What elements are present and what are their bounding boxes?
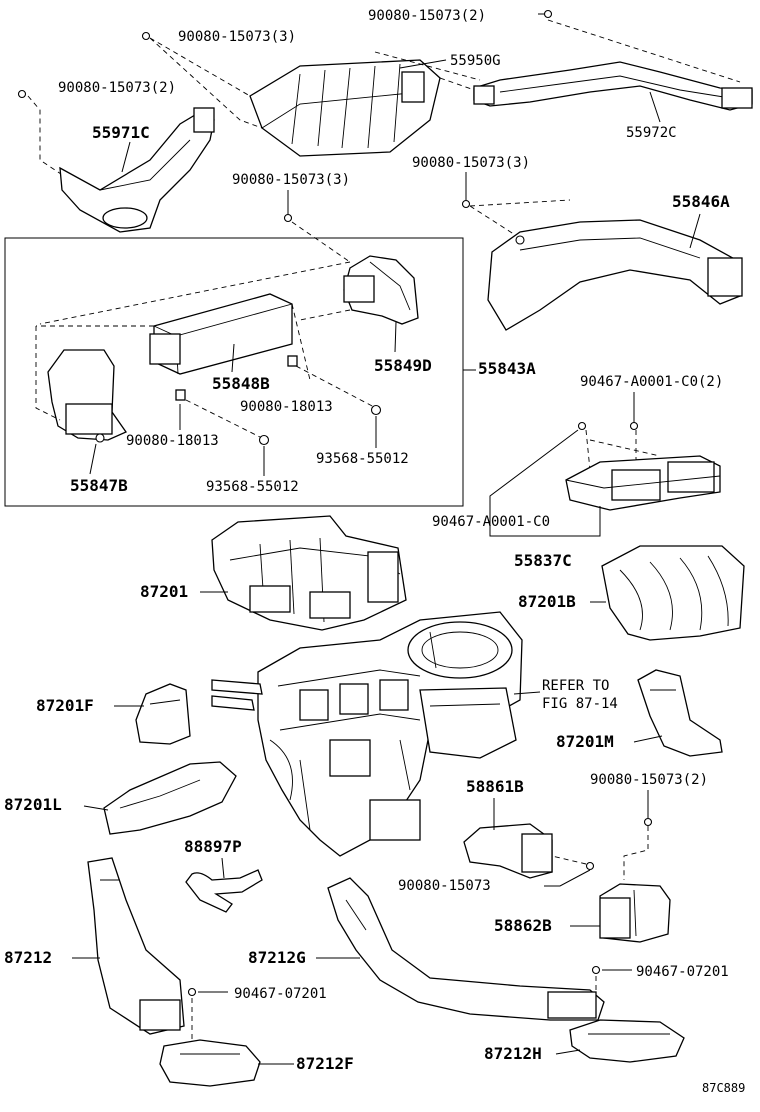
label-bolt-58861-2: 90080-15073(2) <box>590 772 708 788</box>
clip-90467-07201-left <box>187 987 197 997</box>
bolt-90080-15073-top-left <box>141 31 151 41</box>
part-55972C-right-duct <box>473 61 753 111</box>
label-clip-18013-left: 90080-18013 <box>126 433 219 449</box>
label-bolt-top-right: 90080-15073(2) <box>368 8 486 24</box>
bolt-90080-15073-right <box>461 199 471 209</box>
part-87212H-duct-end <box>569 1019 685 1063</box>
label-55950G: 55950G <box>450 53 501 69</box>
label-refer-line1: REFER TO <box>542 678 609 694</box>
label-55849D: 55849D <box>374 356 432 375</box>
clip-90080-18013-left <box>175 389 186 401</box>
nut-93568-55012-left <box>258 434 270 446</box>
label-55848B: 55848B <box>212 374 270 393</box>
bolt-90080-15073-single <box>585 861 595 871</box>
part-58861B-duct <box>463 823 553 879</box>
part-58862B-duct <box>599 883 671 943</box>
group-box-55843A <box>4 237 464 507</box>
label-87201B: 87201B <box>518 592 576 611</box>
label-55972C: 55972C <box>626 125 677 141</box>
part-87212G-rear-duct <box>327 877 605 1021</box>
label-87212F: 87212F <box>296 1054 354 1073</box>
label-refer-line2: FIG 87-14 <box>542 696 618 712</box>
part-55848B-square-duct <box>149 293 293 375</box>
part-87201B-duct-panel <box>601 545 745 641</box>
label-bolt-top-left: 90080-15073(3) <box>178 29 296 45</box>
label-58862B: 58862B <box>494 916 552 935</box>
label-clip-07201-left: 90467-07201 <box>234 986 327 1002</box>
part-87201L-duct <box>103 761 237 835</box>
label-87201: 87201 <box>140 582 188 601</box>
label-bolt-right-3: 90080-15073(3) <box>412 155 530 171</box>
label-55847B: 55847B <box>70 476 128 495</box>
bolt-90080-15073-58861 <box>643 817 653 827</box>
part-87201F-duct-adapter <box>135 683 191 745</box>
label-87201F: 87201F <box>36 696 94 715</box>
label-clip-18013-right: 90080-18013 <box>240 399 333 415</box>
part-87201M-duct <box>637 669 723 757</box>
label-87201M: 87201M <box>556 732 614 751</box>
label-55971C: 55971C <box>92 123 150 142</box>
part-55950G-center-register <box>249 59 441 157</box>
part-55849D-duct-elbow <box>343 255 419 325</box>
part-55846A-side-duct <box>487 219 743 331</box>
label-bolt-58861: 90080-15073 <box>398 878 491 894</box>
label-screw-a0001-2: 90467-A0001-C0(2) <box>580 374 723 390</box>
label-87212G: 87212G <box>248 948 306 967</box>
bolt-90080-15073-left <box>17 89 27 99</box>
figure-code: 87C889 <box>702 1081 745 1095</box>
label-55846A: 55846A <box>672 192 730 211</box>
label-bolt-mid-3: 90080-15073(3) <box>232 172 350 188</box>
part-55971C-left-duct <box>59 107 215 233</box>
label-nut-55012-left: 93568-55012 <box>206 479 299 495</box>
part-87212-rear-duct <box>87 857 185 1035</box>
bolt-90080-15073-mid <box>283 213 293 223</box>
clip-90080-18013-right <box>287 355 298 367</box>
label-clip-07201-right: 90467-07201 <box>636 964 729 980</box>
label-55843A: 55843A <box>478 359 536 378</box>
label-55837C: 55837C <box>514 551 572 570</box>
label-screw-a0001: 90467-A0001-C0 <box>432 514 550 530</box>
bolt-90080-15073-top-right <box>538 9 553 19</box>
label-87212: 87212 <box>4 948 52 967</box>
part-87201-hvac-top-cover <box>211 515 407 631</box>
nut-93568-55012-right <box>370 404 382 416</box>
part-hvac-unit-body <box>211 611 523 857</box>
part-87212F-duct-end <box>159 1039 261 1087</box>
label-nut-55012-right: 93568-55012 <box>316 451 409 467</box>
part-55837C-register <box>565 455 721 511</box>
label-87212H: 87212H <box>484 1044 542 1063</box>
label-58861B: 58861B <box>466 777 524 796</box>
clip-90467-07201-right <box>591 965 601 975</box>
label-88897P: 88897P <box>184 837 242 856</box>
label-87201L: 87201L <box>4 795 62 814</box>
part-55847B-duct <box>47 349 127 443</box>
part-88897P-drain-hose <box>185 869 263 913</box>
label-bolt-left-2: 90080-15073(2) <box>58 80 176 96</box>
screw-90467-A0001-C0-pair <box>577 421 639 431</box>
